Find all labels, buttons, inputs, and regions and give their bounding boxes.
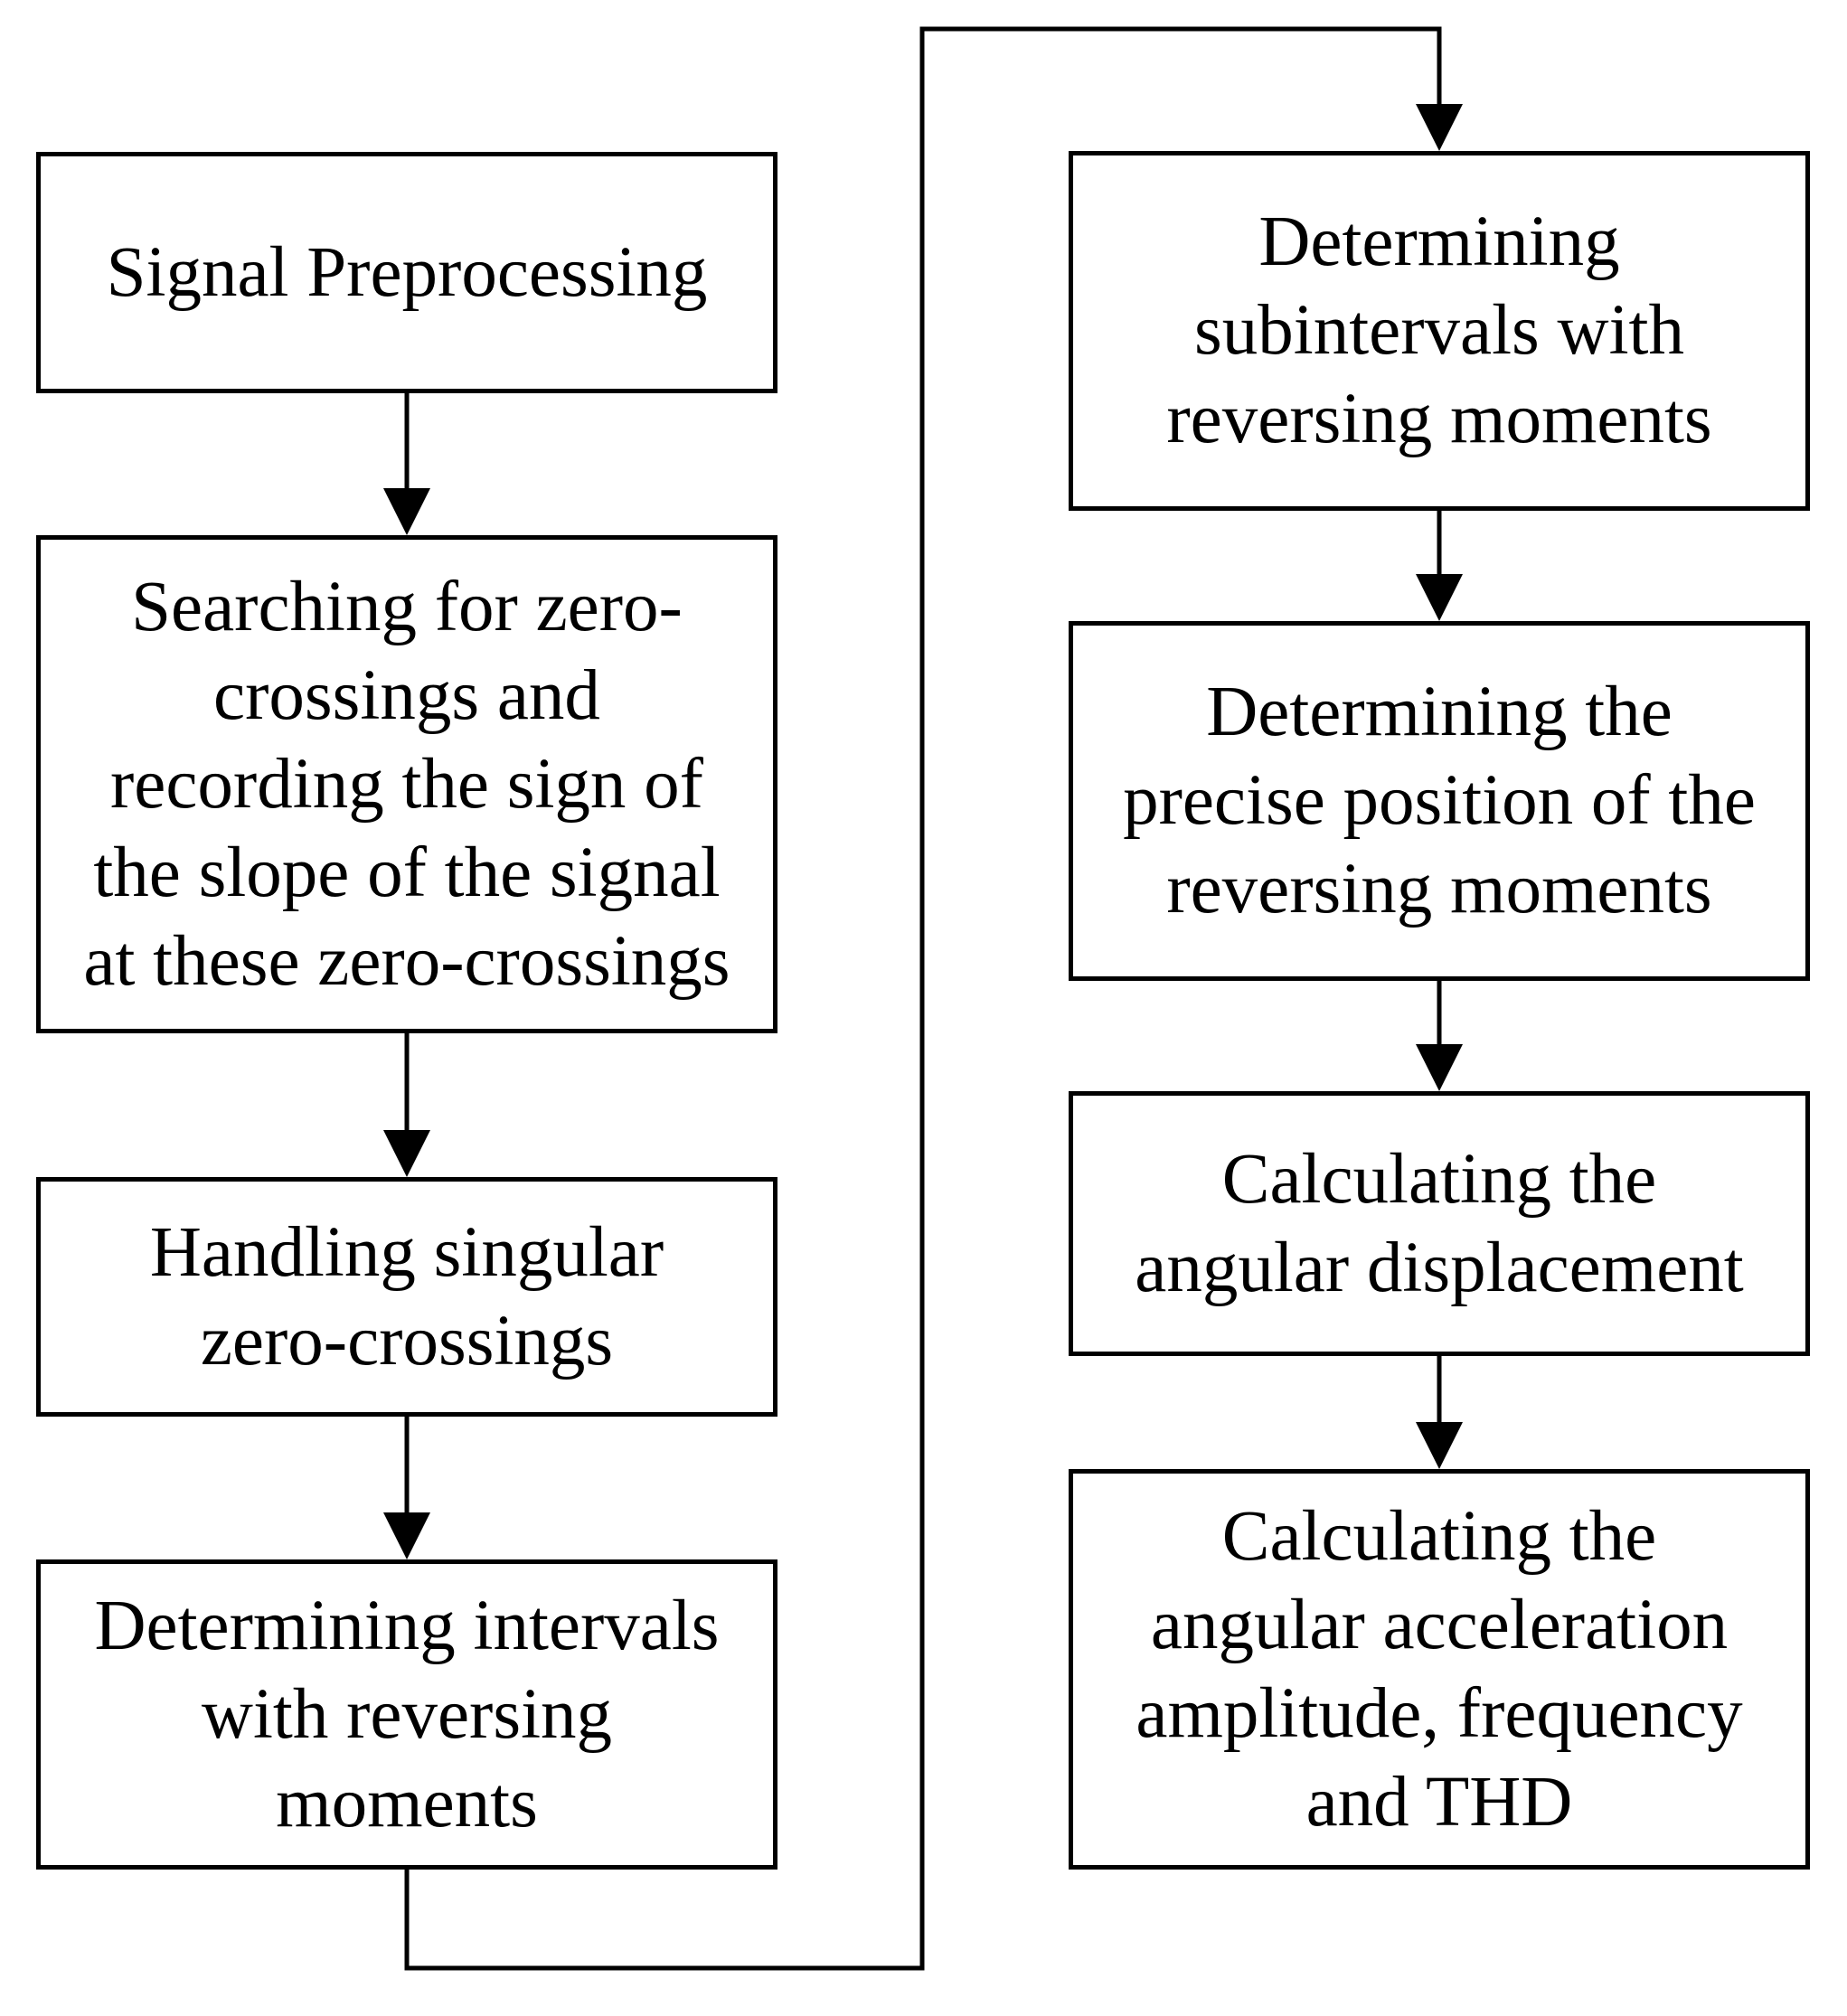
arrowhead-searching-to-handling xyxy=(383,1130,430,1177)
step-label: Determining intervals with reversing mom… xyxy=(94,1586,720,1842)
arrowhead-precise-to-displacement xyxy=(1416,1044,1463,1091)
step-determining-precise-position: Determining the precise position of the … xyxy=(1069,621,1810,981)
arrowhead-intervals-to-subintervals xyxy=(1416,104,1463,151)
step-determining-subintervals: Determining subintervals with reversing … xyxy=(1069,151,1810,511)
step-calculating-angular-displacement: Calculating the angular displacement xyxy=(1069,1091,1810,1356)
step-label: Calculating the angular displacement xyxy=(1135,1139,1744,1307)
step-label: Determining the precise position of the … xyxy=(1123,673,1756,928)
step-label: Signal Preprocessing xyxy=(106,232,708,312)
arrowhead-displacement-to-acceleration xyxy=(1416,1422,1463,1469)
step-label: Calculating the angular acceleration amp… xyxy=(1136,1496,1743,1842)
step-label: Searching for zero- crossings and record… xyxy=(83,567,730,1001)
step-label: Determining subintervals with reversing … xyxy=(1166,203,1712,458)
step-label: Handling singular zero-crossings xyxy=(149,1212,664,1380)
arrowhead-preprocessing-to-searching xyxy=(383,488,430,535)
step-signal-preprocessing: Signal Preprocessing xyxy=(36,152,777,393)
connector-intervals-to-subintervals xyxy=(404,26,1442,1971)
step-handling-singular: Handling singular zero-crossings xyxy=(36,1177,777,1417)
arrowhead-subintervals-to-precise xyxy=(1416,574,1463,621)
step-determining-intervals: Determining intervals with reversing mom… xyxy=(36,1559,777,1870)
step-searching-zero-crossings: Searching for zero- crossings and record… xyxy=(36,535,777,1033)
step-calculating-angular-acceleration: Calculating the angular acceleration amp… xyxy=(1069,1469,1810,1870)
arrowhead-handling-to-intervals xyxy=(383,1512,430,1559)
